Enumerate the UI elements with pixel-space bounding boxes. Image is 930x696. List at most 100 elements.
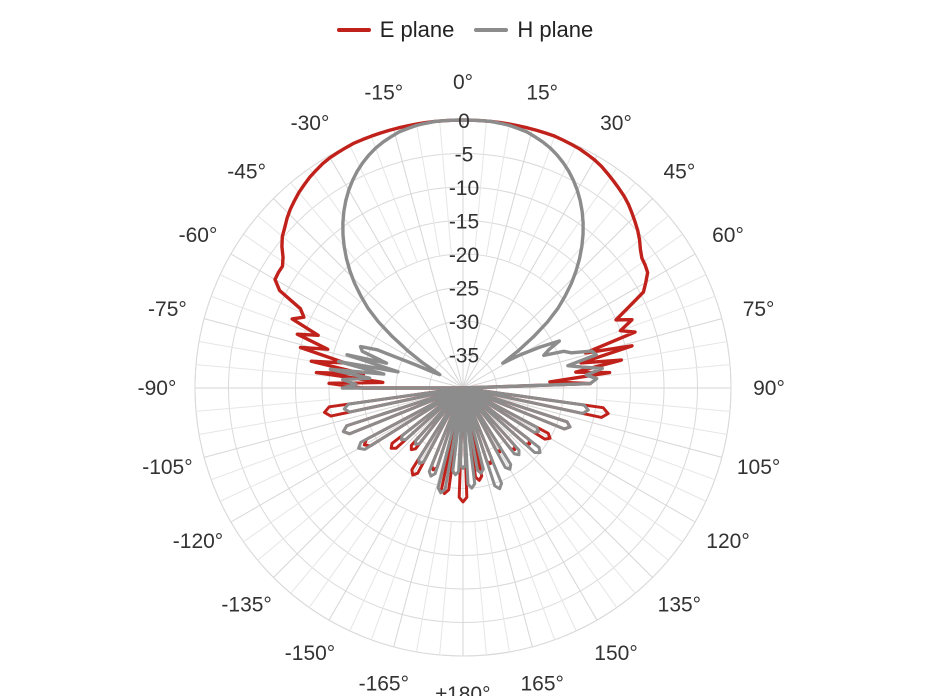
grid-spoke-minor <box>594 410 728 436</box>
angle-tick-label: -45° <box>227 161 266 184</box>
radial-tick-label: -25 <box>449 278 479 301</box>
angle-tick-label: 15° <box>526 81 558 104</box>
grid-spoke-minor <box>198 340 332 366</box>
radial-tick-label: 0 <box>458 110 470 133</box>
grid-spoke-minor <box>596 399 731 412</box>
angle-tick-label: ±180° <box>436 683 491 696</box>
radial-tick-label: -5 <box>455 144 474 167</box>
series-line-lobe <box>417 386 465 465</box>
series-line-main <box>328 118 605 390</box>
series-line-lobe <box>461 386 504 491</box>
angle-tick-label: 45° <box>663 161 695 184</box>
series-line-lobe <box>461 386 540 434</box>
grid-spoke-major <box>462 387 598 621</box>
grid-spoke-major <box>273 198 464 389</box>
grid-spoke-minor <box>219 444 342 502</box>
grid-spoke-minor <box>588 433 716 481</box>
grid-spoke-major <box>393 129 464 389</box>
axis-labels: 0°15°30°45°60°75°90°105°120°135°150°165°… <box>138 71 785 696</box>
grid-spoke-minor <box>243 464 354 543</box>
legend-item-e-plane[interactable]: E plane <box>336 17 455 43</box>
grid-spoke-minor <box>439 120 452 255</box>
grid-spoke-minor <box>539 497 618 608</box>
series-line-lobe <box>436 386 465 495</box>
radial-tick-label: -15 <box>449 211 479 234</box>
grid-spoke-minor <box>370 135 418 263</box>
grid-spoke-minor <box>370 513 418 641</box>
grid-spoke-major <box>204 318 464 389</box>
angle-tick-label: -60° <box>179 224 218 247</box>
angle-tick-label: -75° <box>148 298 187 321</box>
radial-tick-label: -30 <box>449 311 479 334</box>
grid-spoke-major <box>462 129 533 389</box>
grid-spoke-major <box>462 387 722 458</box>
grid-spoke-minor <box>519 509 577 632</box>
angle-tick-label: 60° <box>712 224 744 247</box>
series-line-lobe <box>458 386 468 470</box>
grid-spoke-minor <box>565 473 669 561</box>
grid-spoke-minor <box>257 473 361 561</box>
grid-spoke-minor <box>485 123 511 257</box>
angle-tick-label: 105° <box>737 456 780 479</box>
grid-spoke-minor <box>572 233 683 312</box>
grid-spoke-minor <box>474 521 487 656</box>
grid-spoke-minor <box>195 364 330 377</box>
grid-spoke-minor <box>257 215 361 303</box>
grid-spoke-minor <box>565 215 669 303</box>
series-line-lobe <box>414 386 465 446</box>
angle-tick-label: -135° <box>221 593 271 616</box>
grid-spoke-minor <box>290 182 378 286</box>
series-line-lobe <box>461 386 485 475</box>
grid-spoke-major <box>462 198 653 389</box>
series-line-lobe <box>461 386 542 455</box>
legend-item-h-plane[interactable]: H plane <box>474 17 593 43</box>
series-line-lobe <box>399 386 465 442</box>
legend: E plane H plane <box>0 17 930 43</box>
polar-grid <box>194 119 732 657</box>
legend-label-e-plane: E plane <box>379 17 455 42</box>
grid-spoke-major <box>462 387 653 578</box>
legend-label-h-plane: H plane <box>517 17 594 42</box>
angle-tick-label: -90° <box>138 377 177 400</box>
angle-tick-label: -30° <box>291 112 330 135</box>
series-line-lobe <box>357 386 465 451</box>
series-line-lobe <box>461 386 572 431</box>
grid-spoke-minor <box>415 123 441 257</box>
grid-spoke-minor <box>210 433 338 481</box>
radial-tick-label: -10 <box>449 177 479 200</box>
series-line-lobe <box>342 386 465 414</box>
grid-spoke-major <box>462 253 696 389</box>
grid-spoke-minor <box>349 509 407 632</box>
grid-spoke-major <box>462 387 696 523</box>
angle-tick-label: -15° <box>364 81 403 104</box>
grid-spoke-minor <box>596 364 731 377</box>
legend-swatch-e-plane <box>336 28 371 32</box>
series-line-lobe <box>341 386 465 436</box>
grid-spoke-major <box>273 387 464 578</box>
series-line-lobe <box>461 386 521 457</box>
grid-spoke-minor <box>588 295 716 343</box>
angle-tick-label: 150° <box>594 642 637 665</box>
grid-spoke-minor <box>290 490 378 594</box>
angle-tick-label: -165° <box>359 673 409 696</box>
angle-tick-label: -105° <box>142 456 192 479</box>
angle-tick-label: 165° <box>520 673 563 696</box>
angle-tick-label: 75° <box>743 298 775 321</box>
grid-spoke-minor <box>219 274 342 332</box>
grid-spoke-major <box>204 387 464 458</box>
grid-spoke-minor <box>508 135 556 263</box>
angle-tick-label: -150° <box>285 642 335 665</box>
angle-tick-label: 30° <box>600 112 632 135</box>
grid-spoke-minor <box>539 168 618 279</box>
grid-spoke-minor <box>508 513 556 641</box>
grid-spoke-major <box>328 387 464 621</box>
grid-spoke-major <box>328 155 464 389</box>
grid-spoke-minor <box>548 182 636 286</box>
grid-spoke-minor <box>584 444 707 502</box>
angle-tick-label: 0° <box>453 71 473 94</box>
grid-spoke-minor <box>548 490 636 594</box>
legend-swatch-h-plane <box>474 28 509 32</box>
grid-spoke-minor <box>195 399 330 412</box>
radial-tick-label: -20 <box>449 244 479 267</box>
